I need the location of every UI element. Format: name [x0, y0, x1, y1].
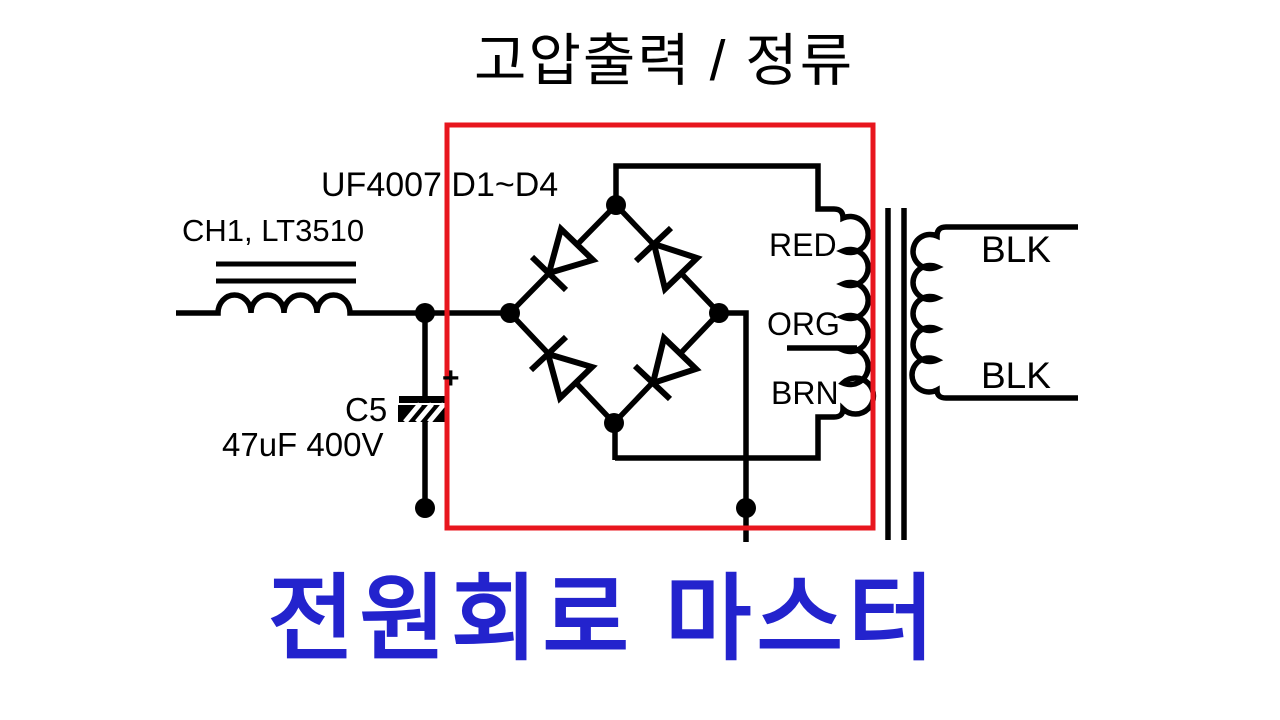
- junction-dot-bridge-bottom: [604, 413, 624, 433]
- wire-label-blk-top: BLK: [981, 229, 1051, 270]
- diode-1: [529, 223, 599, 293]
- diode-2: [633, 225, 703, 295]
- highlight-box: [444, 122, 876, 531]
- wire-label-brn: BRN: [771, 375, 839, 411]
- wire-label-red: RED: [769, 227, 837, 263]
- input-rail-wire: [176, 292, 510, 316]
- diode-4: [632, 332, 702, 402]
- secondary-winding-loop: [909, 224, 1078, 401]
- capacitor-symbol: [398, 396, 448, 424]
- diode-1-triangle: [544, 223, 599, 278]
- capacitor-name: C5: [345, 391, 388, 428]
- diode-2-triangle: [649, 239, 703, 295]
- capacitor-plate-top: [399, 396, 448, 403]
- diode-3-triangle: [543, 349, 598, 404]
- diode-set-label: UF4007 D1~D4: [321, 166, 559, 204]
- wire-label-org: ORG: [767, 306, 840, 342]
- diode-2-cathode-bar: [633, 225, 674, 264]
- capacitor-value: 47uF 400V: [222, 426, 384, 463]
- junction-dot-bridge-right: [709, 303, 729, 323]
- terminal-dot-capacitor: [415, 498, 435, 518]
- inductor-core-bars: [216, 261, 356, 284]
- wire-label-blk-bottom: BLK: [981, 355, 1051, 396]
- page-title: 고압출력 / 정류: [474, 29, 855, 93]
- diode-4-triangle: [648, 332, 702, 388]
- junction-dot-bridge-left: [500, 303, 520, 323]
- transformer-core-bars: [885, 208, 907, 540]
- bridge-rectifier-edges: [506, 201, 723, 427]
- caption-text: 전원회로 마스터: [268, 566, 940, 671]
- inductor-label: CH1, LT3510: [182, 213, 365, 248]
- junction-dot-bridge-top: [606, 195, 626, 215]
- junction-dot-filter: [415, 303, 435, 323]
- diode-3: [528, 334, 598, 404]
- diode-1-cathode-bar: [529, 254, 569, 293]
- terminal-dot-negative: [736, 498, 756, 518]
- diode-4-cathode-bar: [632, 363, 673, 402]
- diode-3-cathode-bar: [528, 334, 569, 373]
- capacitor-hatch: [403, 402, 446, 424]
- polarity-plus-sign: +: [442, 362, 460, 395]
